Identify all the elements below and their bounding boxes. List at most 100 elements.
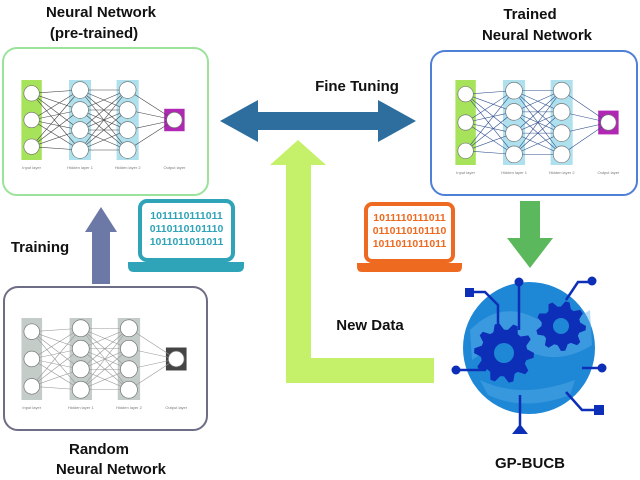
network-connection [80, 348, 130, 390]
new-data-label: New Data [336, 317, 404, 334]
network-connection [465, 90, 515, 123]
network-node [23, 350, 40, 368]
network-node [71, 141, 89, 159]
random-subtitle: Neural Network [56, 461, 167, 478]
gp-bucb-label: GP-BUCB [495, 455, 565, 472]
network-layer-label: Input layer [22, 405, 41, 410]
network-node [71, 360, 90, 379]
network-layer-label: Input layer [22, 165, 41, 170]
network-layer [503, 80, 526, 165]
network-node [23, 138, 40, 155]
network-layer [116, 80, 139, 160]
network-layer-label: Hidden layer 2 [116, 405, 143, 410]
random-network-graphic: Input layer Hidden layer 1 Hidden layer 2 O… [21, 318, 188, 410]
network-node [457, 86, 474, 103]
network-layer-label: Output layer [165, 405, 187, 410]
network-connection [513, 111, 562, 155]
network-node [71, 339, 90, 358]
network-node [118, 121, 137, 139]
network-node [118, 81, 137, 99]
network-node [23, 85, 40, 102]
network-connection [465, 111, 515, 152]
network-connection [128, 327, 177, 360]
network-node [23, 323, 40, 340]
network-layer-label: Hidden layer 1 [501, 170, 528, 175]
network-layer-label: Hidden layer 2 [549, 170, 576, 175]
network-layer-label: Output layer [598, 170, 620, 175]
trained-network-graphic: Input layer Hidden layer 1 Hidden layer 2 O… [455, 80, 620, 175]
network-connection [31, 348, 81, 387]
network-connection [31, 109, 81, 147]
trained-subtitle: Neural Network [482, 27, 593, 44]
binary-line: 1011011011011 [150, 236, 224, 248]
network-layer [550, 80, 573, 165]
network-connection [79, 109, 128, 151]
random-title: Random [69, 441, 129, 458]
network-node [71, 380, 90, 399]
network-node [23, 378, 40, 395]
network-layer-label: Hidden layer 1 [68, 405, 95, 410]
pretrained-subtitle: (pre-trained) [50, 25, 138, 42]
network-connection [31, 327, 81, 360]
network-connection [31, 93, 81, 151]
network-layer-label: Hidden layer 2 [115, 165, 142, 170]
network-connection [31, 119, 81, 151]
network-node [71, 319, 90, 338]
binary-line: 0110110101110 [373, 225, 447, 237]
laptop-icon: 1011110111011 0110110101110 101101101101… [357, 202, 462, 272]
network-layer [117, 318, 141, 400]
network-connection [31, 89, 81, 121]
network-connection [513, 90, 562, 134]
training-label: Training [11, 239, 69, 256]
network-connection [465, 122, 515, 155]
network-node [71, 121, 89, 139]
network-node [118, 101, 137, 119]
binary-line: 1011011011011 [373, 238, 447, 250]
network-connection [127, 89, 175, 121]
network-node [120, 360, 138, 379]
network-connection [80, 328, 130, 370]
pretrained-title: Neural Network [46, 4, 157, 21]
network-node [552, 145, 571, 164]
network-node [23, 111, 40, 129]
network-node [166, 111, 183, 129]
new-data-arrow [270, 140, 434, 383]
network-node [120, 319, 138, 338]
network-node [552, 124, 571, 142]
network-connection [31, 331, 82, 390]
network-layer-label: Hidden layer 1 [67, 165, 94, 170]
network-node [71, 81, 89, 99]
network-layer-label: Input layer [456, 170, 475, 175]
network-connection [79, 89, 128, 151]
network-node [120, 339, 138, 358]
network-layer [69, 80, 92, 160]
pretrained-network-box [2, 47, 209, 196]
binary-line: 1011110111011 [373, 212, 446, 224]
network-connection [80, 328, 130, 390]
gp-arrow [507, 201, 553, 268]
network-node [168, 350, 185, 368]
network-connection [465, 93, 515, 134]
network-node [71, 101, 89, 119]
network-connection [561, 122, 609, 155]
network-connection [31, 358, 81, 391]
network-node [505, 103, 523, 121]
network-connection [127, 119, 175, 151]
network-connection [31, 331, 81, 370]
network-node [552, 103, 571, 121]
network-node [552, 81, 571, 100]
network-connection [79, 89, 128, 131]
network-connection [31, 89, 81, 147]
gears-icon [474, 301, 586, 383]
network-connection [31, 93, 81, 131]
network-node [457, 114, 474, 131]
laptop-icon: 1011110111011 0110110101110 101101101101… [128, 199, 244, 272]
network-connection [128, 358, 177, 391]
network-connection [561, 90, 609, 123]
network-connection [513, 90, 562, 155]
binary-line: 0110110101110 [150, 223, 224, 235]
network-node [600, 114, 617, 131]
network-node [505, 145, 523, 164]
